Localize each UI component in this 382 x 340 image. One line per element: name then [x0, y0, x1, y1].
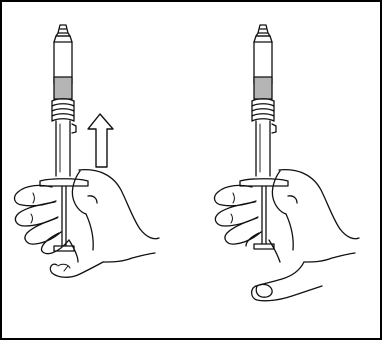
right-hand	[213, 169, 360, 302]
left-syringe	[39, 24, 89, 252]
left-panel	[13, 24, 160, 278]
right-syringe	[239, 24, 289, 250]
right-panel	[213, 24, 360, 302]
up-arrow-icon	[87, 113, 114, 168]
left-hand	[13, 169, 160, 278]
